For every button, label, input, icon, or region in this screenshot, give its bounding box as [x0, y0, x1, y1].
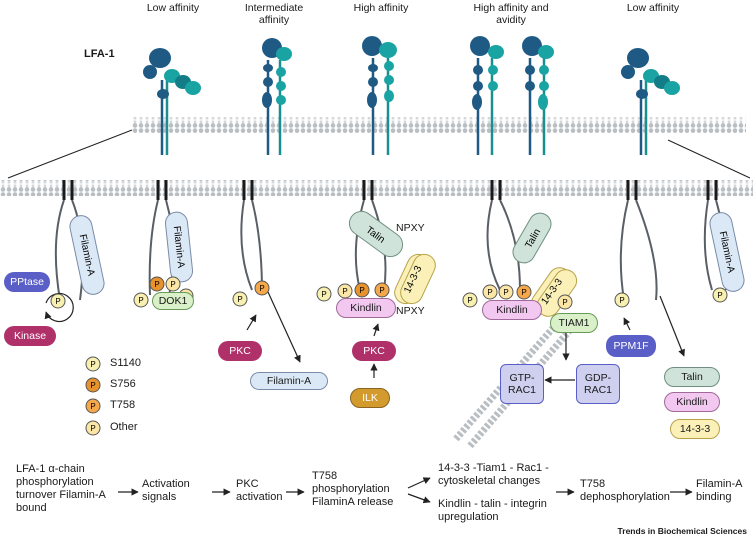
flow-step-1: LFA-1 α-chain phosphorylation turnover F… — [16, 463, 106, 514]
gtp-rac1-label: GTP-RAC1 — [507, 372, 536, 396]
svg-text:P: P — [259, 284, 264, 293]
npxy-label-1: NPXY — [396, 222, 425, 234]
pkc-box-1: PKC — [218, 341, 262, 361]
flow-arrows — [118, 477, 693, 504]
legend-other: Other — [110, 421, 138, 433]
arrows — [246, 291, 685, 384]
svg-text:P: P — [90, 381, 95, 390]
tails — [62, 180, 718, 200]
svg-text:P: P — [342, 287, 347, 296]
kindlin-box-1: Kindlin — [336, 298, 396, 318]
integrin-avidity-a — [470, 36, 504, 155]
svg-text:P: P — [562, 298, 567, 307]
legend-t758: T758 — [110, 399, 136, 411]
integrin-intermediate — [262, 38, 292, 155]
fourteen-three-three-col3: 14-3-3 — [394, 253, 436, 305]
zoom-line-left — [7, 129, 133, 179]
flow-step-5a: 14-3-3 -Tiam1 - Rac1 - cytoskeletal chan… — [438, 462, 549, 487]
svg-text:P: P — [237, 295, 242, 304]
svg-text:P: P — [90, 424, 95, 433]
gdp-rac1-box: GDP-RAC1 — [576, 364, 620, 404]
gdp-rac1-label: GDP-RAC1 — [583, 372, 612, 396]
flow-step-2: Activation signals — [142, 478, 190, 503]
svg-text:P: P — [619, 296, 624, 305]
filamin-released: Filamin-A — [250, 372, 328, 390]
pptase-box: PPtase — [4, 272, 50, 292]
svg-text:P: P — [359, 286, 364, 295]
turnover-arrow — [44, 292, 74, 323]
ppm1f-box: PPM1F — [606, 335, 656, 357]
svg-text:P: P — [379, 286, 384, 295]
fourteen-three-three-col4: 14-3-3 — [530, 267, 578, 317]
svg-text:P: P — [321, 290, 326, 299]
flow-step-5b: Kindlin - talin - integrin upregulation — [438, 498, 547, 523]
kinase-box: Kinase — [4, 326, 56, 346]
svg-text:P: P — [170, 280, 175, 289]
flow-step-6: T758 dephosphorylation — [580, 478, 670, 503]
journal-credit: Trends in Biochemical Sciences — [617, 526, 747, 536]
header-low-affinity-2: Low affinity — [626, 2, 680, 14]
top-membrane — [132, 117, 746, 133]
svg-text:P: P — [138, 296, 143, 305]
legend-markers: P P P P — [85, 356, 101, 436]
svg-text:P: P — [717, 291, 722, 300]
svg-text:P: P — [55, 297, 60, 306]
filamin-rod-1: Filamin-A — [69, 215, 105, 295]
dok1-box: DOK1 — [152, 292, 194, 310]
svg-text:P: P — [90, 402, 95, 411]
pkc-box-2: PKC — [352, 341, 396, 361]
header-intermediate-affinity: Intermediate affinity — [244, 2, 304, 26]
flow-step-7: Filamin-A binding — [696, 478, 742, 503]
svg-text:P: P — [487, 288, 492, 297]
header-high-affinity-avidity: High affinity and avidity — [473, 2, 549, 26]
svg-text:Filamin-A: Filamin-A — [171, 225, 186, 268]
zoom-line-right — [667, 139, 751, 179]
talin-box-free: Talin — [664, 367, 720, 387]
filamin-rod-2: Filamin-A — [164, 211, 194, 283]
flow-step-4: T758 phosphorylation FilaminA release — [312, 470, 394, 508]
integrin-bent-1 — [143, 48, 201, 155]
bottom-membrane — [0, 180, 753, 196]
kindlin-box-2: Kindlin — [482, 300, 542, 320]
svg-text:P: P — [521, 288, 526, 297]
integrin-bent-2 — [621, 48, 680, 155]
header-high-affinity: High affinity — [353, 2, 409, 14]
svg-text:P: P — [503, 288, 508, 297]
svg-text:P: P — [90, 360, 95, 369]
filamin-rod-3: Filamin-A — [709, 212, 745, 292]
lfa1-label: LFA-1 — [84, 48, 115, 60]
ilk-box: ILK — [350, 388, 390, 408]
flow-step-3: PKC activation — [236, 478, 283, 503]
legend-s756: S756 — [110, 378, 136, 390]
fourteen-three-three-free: 14-3-3 — [670, 419, 720, 439]
tiam1-box: TIAM1 — [550, 313, 598, 333]
integrin-avidity-b — [522, 36, 554, 155]
phospho-sites: P P P P P P P P P P P P P P P P P P — [50, 276, 728, 310]
svg-text:P: P — [467, 296, 472, 305]
header-low-affinity-1: Low affinity — [146, 2, 200, 14]
kindlin-box-free: Kindlin — [664, 392, 720, 412]
svg-text:P: P — [154, 280, 159, 289]
gtp-rac1-box: GTP-RAC1 — [500, 364, 544, 404]
talin-rod-2: Talin — [512, 212, 552, 264]
talin-rod-1: Talin — [348, 210, 404, 258]
integrin-high — [362, 36, 397, 155]
npxy-label-2: NPXY — [396, 305, 425, 317]
legend-s1140: S1140 — [110, 357, 141, 369]
